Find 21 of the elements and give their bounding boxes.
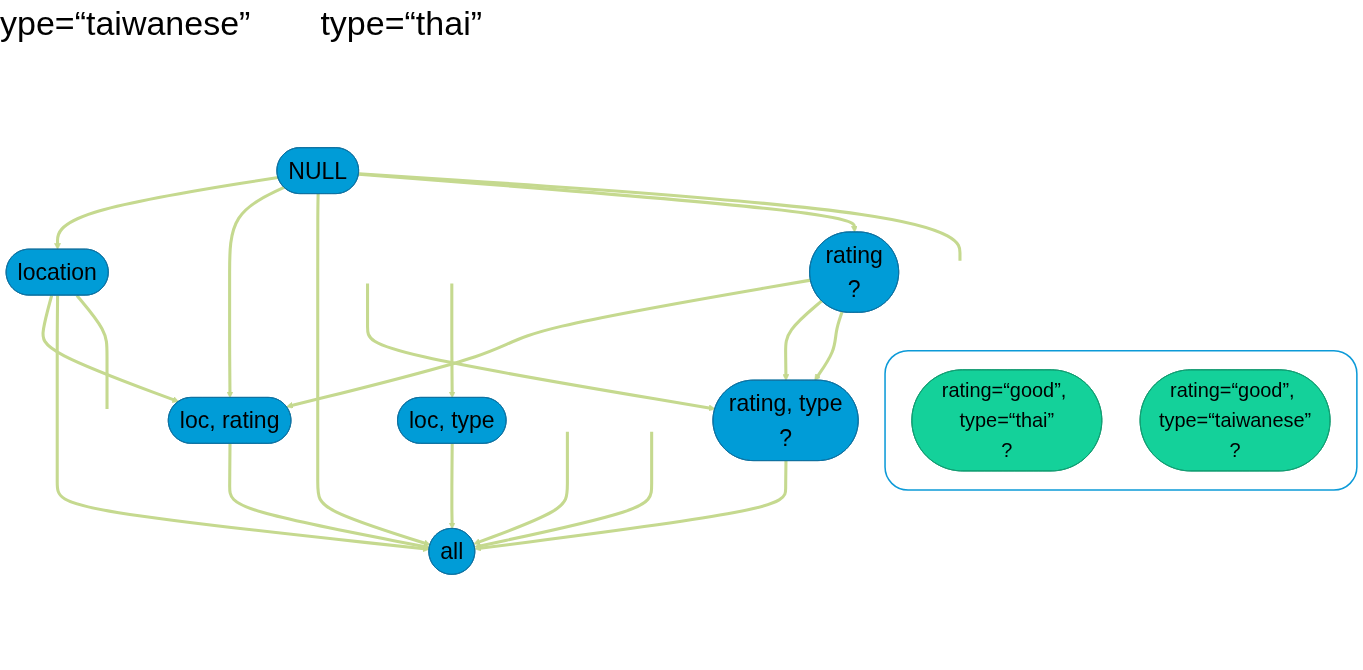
- arrow: [473, 431, 569, 545]
- arrow: [55, 295, 430, 552]
- arrow: [366, 283, 716, 412]
- arrow: [474, 431, 654, 550]
- arrow: [41, 295, 180, 403]
- arrow: [316, 193, 431, 547]
- arrow: [228, 443, 430, 550]
- arrow: [286, 278, 811, 409]
- arrow: [226, 185, 285, 399]
- line: [75, 294, 109, 409]
- text-label: ype=“taiwanese”: [0, 4, 251, 43]
- arrow: [358, 172, 858, 233]
- arrow: [474, 460, 788, 552]
- cluster: [884, 349, 1358, 491]
- text-label: type=“thai”: [320, 4, 482, 43]
- arrow: [54, 175, 279, 250]
- arrow: [448, 283, 456, 399]
- arrow: [782, 299, 823, 381]
- arrow: [814, 311, 844, 381]
- arrow: [448, 443, 456, 530]
- line: [358, 172, 962, 261]
